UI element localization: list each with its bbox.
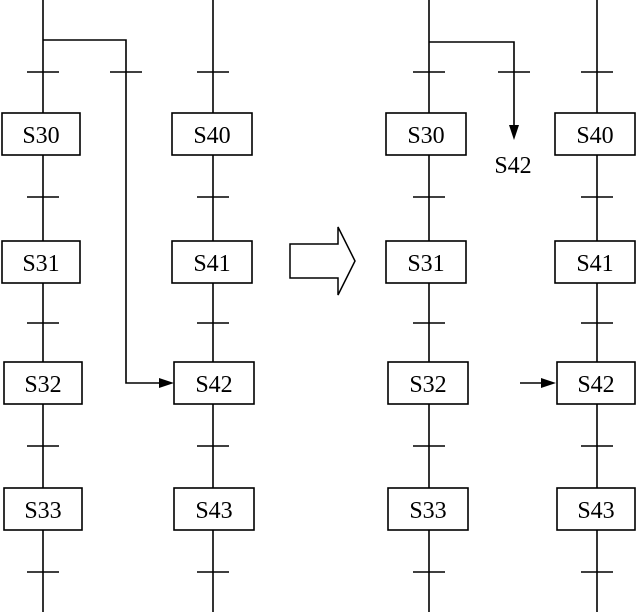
right-step-s42: S42 [556, 361, 636, 405]
right-panel: S42 S30 S31 S32 S33 [385, 0, 636, 612]
left-step-s40-label: S40 [193, 123, 230, 149]
left-step-s32-label: S32 [24, 372, 61, 398]
left-step-s33: S33 [3, 487, 83, 531]
left-step-s40: S40 [171, 112, 253, 156]
right-step-s31-label: S31 [407, 251, 444, 277]
right-step-s33: S33 [387, 487, 469, 531]
right-step-s32-label: S32 [409, 372, 446, 398]
left-jump-branch-line [43, 39, 162, 384]
left-step-s30: S30 [1, 112, 81, 156]
left-step-s42-label: S42 [195, 372, 232, 398]
left-step-s31: S31 [1, 240, 81, 284]
left-step-s43: S43 [173, 487, 255, 531]
transformation-arrow-icon [289, 226, 356, 296]
left-step-s41: S41 [171, 240, 253, 284]
left-panel: S30 S31 S32 S33 S40 S41 S42 S43 [1, 0, 255, 612]
right-jump-branch-line [429, 41, 515, 128]
right-jump-down-arrowhead [509, 125, 519, 140]
left-step-s42: S42 [173, 361, 255, 405]
right-step-s30-label: S30 [407, 123, 444, 149]
right-step-s40-label: S40 [576, 123, 613, 149]
right-step-s33-label: S33 [409, 498, 446, 524]
left-jump-arrowhead [159, 378, 174, 388]
right-step-s42-label: S42 [577, 372, 614, 398]
left-step-s31-label: S31 [22, 251, 59, 277]
right-step-s30: S30 [385, 112, 467, 156]
left-step-s33-label: S33 [24, 498, 61, 524]
left-step-s43-label: S43 [195, 498, 232, 524]
right-step-s40: S40 [554, 112, 636, 156]
right-jump-target-label: S42 [494, 153, 531, 179]
left-step-s30-label: S30 [22, 123, 59, 149]
right-step-s41: S41 [554, 240, 636, 284]
right-step-s43: S43 [556, 487, 636, 531]
right-step-s43-label: S43 [577, 498, 614, 524]
left-step-s32: S32 [3, 361, 83, 405]
left-step-s41-label: S41 [193, 251, 230, 277]
right-incoming-jump-arrowhead [541, 378, 556, 388]
right-step-s41-label: S41 [576, 251, 613, 277]
right-step-s32: S32 [387, 361, 469, 405]
right-step-s31: S31 [385, 240, 467, 284]
